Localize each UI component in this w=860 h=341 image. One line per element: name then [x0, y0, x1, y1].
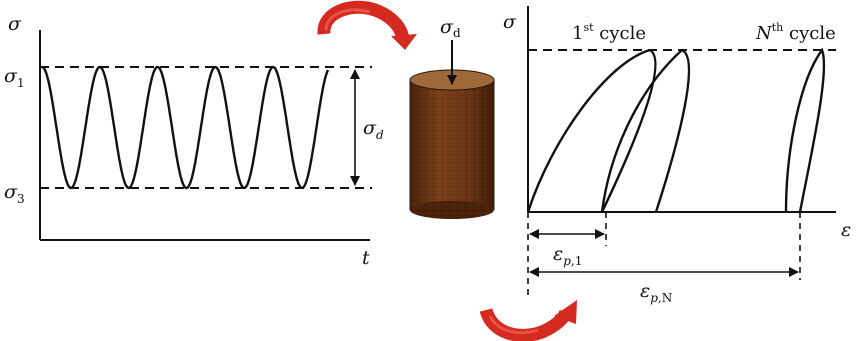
cyclic-stress-wave [41, 65, 330, 190]
epsN-label: εp,N [640, 280, 672, 305]
right-y-axis-label: σ [503, 11, 517, 33]
sigma1-label: σ1 [4, 65, 25, 90]
deviator-stress-label: σd [363, 117, 384, 142]
second-cycle-unloading-curve [654, 48, 691, 213]
first-cycle-unloading-curve [600, 48, 657, 213]
left-x-axis-label: t [362, 247, 370, 269]
right-x-axis-label: ε [841, 219, 851, 241]
top-curved-arrow [317, 0, 417, 50]
first-cycle-loading-curve [526, 48, 651, 213]
soil-sample-cylinder [409, 69, 495, 219]
sigma3-label: σ3 [4, 181, 25, 206]
bottom-curved-arrow [479, 300, 577, 341]
nth-cycle-label: Nth cycle [755, 21, 836, 44]
left-stress-time-plot: σ t σ1 σ3 σd [4, 13, 384, 269]
second-cycle-loading-curve [600, 49, 683, 213]
nth-cycle-loop [784, 47, 826, 213]
right-stress-strain-plot: σ ε 1st cycle Nth cycle εp,1 εp,N [503, 6, 851, 305]
first-cycle-label: 1st cycle [572, 21, 646, 44]
applied-load-label: σd [440, 16, 461, 40]
left-y-axis-label: σ [8, 13, 22, 35]
eps1-label: εp,1 [553, 243, 582, 268]
